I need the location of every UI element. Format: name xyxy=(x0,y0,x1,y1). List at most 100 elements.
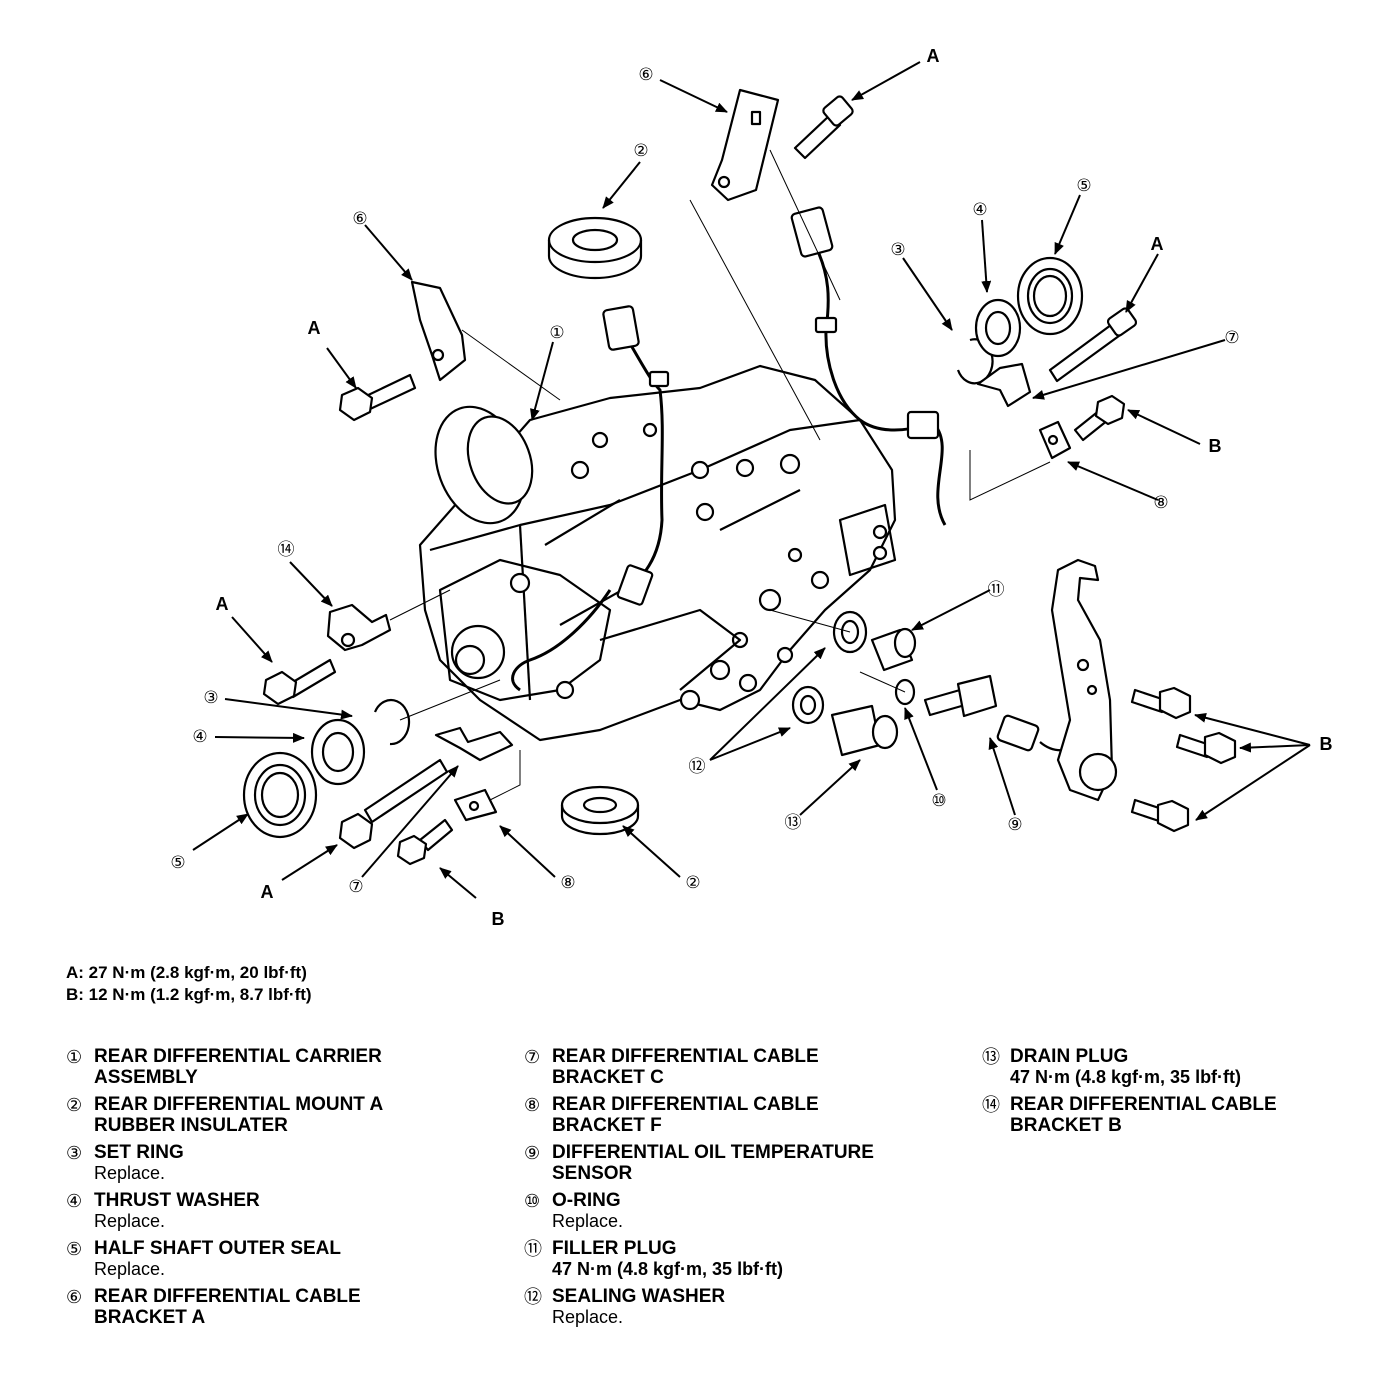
legend-item: ⑦ REAR DIFFERENTIAL CABLE BRACKET C xyxy=(524,1046,964,1088)
callout-10: ⑩ xyxy=(931,791,946,810)
legend-part-name: THRUST WASHER xyxy=(94,1190,260,1211)
callout-11: ⑪ xyxy=(988,580,1005,599)
legend-part-name: REAR DIFFERENTIAL CABLE BRACKET F xyxy=(552,1094,819,1136)
torque-spec-b: B: 12 N·m (1.2 kgf·m, 8.7 lbf·ft) xyxy=(66,985,312,1004)
legend-note: Replace. xyxy=(94,1259,166,1279)
legend-item: ⑪ FILLER PLUG 47 N·m (4.8 kgf·m, 35 lbf·… xyxy=(524,1238,964,1280)
legend-note: Replace. xyxy=(94,1163,166,1183)
bolt-a-left xyxy=(338,373,417,422)
callout-7-left: ⑦ xyxy=(348,877,363,896)
mount-rubber-insulator-top xyxy=(547,216,643,280)
legend-part-name: REAR DIFFERENTIAL CABLE BRACKET B xyxy=(1010,1094,1277,1136)
callout-5-left: ⑤ xyxy=(170,853,185,872)
callout-9: ⑨ xyxy=(1007,815,1022,834)
callout-a-lower-left: A xyxy=(216,594,229,614)
legend-number: ② xyxy=(66,1095,83,1115)
legend-item: ⑩ O-RING Replace. xyxy=(524,1190,964,1232)
callout-3-right: ③ xyxy=(890,240,905,259)
callout-4-right: ④ xyxy=(972,200,987,219)
sealing-washer-lower xyxy=(791,685,825,725)
guide-lines xyxy=(389,149,1051,801)
legend-number: ⑪ xyxy=(524,1239,542,1259)
legend-item: ⑬ DRAIN PLUG 47 N·m (4.8 kgf·m, 35 lbf·f… xyxy=(982,1046,1362,1088)
thrust-washer-left xyxy=(310,718,366,786)
legend-item: ⑨ DIFFERENTIAL OIL TEMPERATURE SENSOR xyxy=(524,1142,964,1184)
callout-2-bottom: ② xyxy=(685,873,700,892)
legend-note: Replace. xyxy=(94,1211,166,1231)
bolt-a-lower-left xyxy=(262,658,337,706)
legend-number: ⑨ xyxy=(524,1143,541,1163)
bolt-b-bottom xyxy=(396,818,454,866)
callout-1: ① xyxy=(549,323,564,342)
callout-arrows xyxy=(192,61,1311,899)
legend-item: ③ SET RING Replace. xyxy=(66,1142,506,1184)
half-shaft-outer-seal-right xyxy=(1016,256,1084,336)
legend-number: ⑥ xyxy=(66,1287,83,1307)
callout-4-left: ④ xyxy=(192,727,207,746)
legend-item: ① REAR DIFFERENTIAL CARRIER ASSEMBLY xyxy=(66,1046,506,1088)
legend-item: ⑭ REAR DIFFERENTIAL CABLE BRACKET B xyxy=(982,1094,1362,1136)
legend-part-name: FILLER PLUG xyxy=(552,1238,677,1259)
half-shaft-outer-seal-left xyxy=(242,751,318,839)
legend-note: Replace. xyxy=(552,1307,624,1327)
bolt-a-top xyxy=(793,95,854,160)
legend-part-name: REAR DIFFERENTIAL CARRIER ASSEMBLY xyxy=(94,1046,382,1088)
legend-item: ② REAR DIFFERENTIAL MOUNT A RUBBER INSUL… xyxy=(66,1094,506,1136)
thrust-washer-right xyxy=(974,298,1022,358)
legend-part-name: DRAIN PLUG xyxy=(1010,1046,1129,1067)
legend-part-name: DIFFERENTIAL OIL TEMPERATURE SENSOR xyxy=(552,1142,874,1184)
cable-bracket-f-right xyxy=(1038,420,1072,460)
callout-13: ⑬ xyxy=(785,813,802,832)
legend-number: ⑬ xyxy=(982,1047,1000,1067)
callout-8-bottom: ⑧ xyxy=(560,873,575,892)
legend-number: ⑭ xyxy=(982,1095,1000,1115)
exploded-view-diagram: ⑥ A ② ⑥ ① A ③ ④ ⑤ A ⑦ B ⑧ ⑭ A ③ ④ ⑤ A ⑦ … xyxy=(170,46,1333,929)
parts-legend-column-1: ① REAR DIFFERENTIAL CARRIER ASSEMBLY ② R… xyxy=(66,1046,506,1334)
cable-bracket-c-left xyxy=(434,726,514,762)
bolt-a-right xyxy=(1048,307,1138,383)
legend-item: ⑫ SEALING WASHER Replace. xyxy=(524,1286,964,1328)
cable-bracket-c-right xyxy=(976,362,1032,408)
legend-item: ⑤ HALF SHAFT OUTER SEAL Replace. xyxy=(66,1238,506,1280)
legend-number: ⑩ xyxy=(524,1191,541,1211)
oil-temperature-sensor xyxy=(923,674,1081,752)
cable-bracket-f-bottom xyxy=(453,788,498,822)
harness-connectors xyxy=(602,206,940,606)
bolt-a-bottom xyxy=(338,758,449,850)
callout-14: ⑭ xyxy=(278,540,295,559)
bolts-b-bracket xyxy=(1130,686,1237,833)
cable-bracket-a-top xyxy=(710,88,780,202)
callout-5-right: ⑤ xyxy=(1076,176,1091,195)
legend-part-name: SET RING xyxy=(94,1142,184,1163)
torque-specs: A: 27 N·m (2.8 kgf·m, 20 lbf·ft) B: 12 N… xyxy=(66,962,312,1006)
callout-6-left: ⑥ xyxy=(352,209,367,228)
right-mounting-bracket xyxy=(1050,558,1118,802)
wiring-harness xyxy=(511,244,947,692)
legend-part-name: REAR DIFFERENTIAL CABLE BRACKET C xyxy=(552,1046,819,1088)
legend-item: ④ THRUST WASHER Replace. xyxy=(66,1190,506,1232)
legend-number: ⑦ xyxy=(524,1047,541,1067)
legend-number: ⑤ xyxy=(66,1239,83,1259)
legend-item: ⑥ REAR DIFFERENTIAL CABLE BRACKET A xyxy=(66,1286,506,1328)
legend-number: ① xyxy=(66,1047,83,1067)
callout-b-bracket: B xyxy=(1320,734,1333,754)
callout-6-top: ⑥ xyxy=(638,65,653,84)
legend-part-name: SEALING WASHER xyxy=(552,1286,726,1307)
cable-bracket-a-left xyxy=(410,280,467,382)
callout-b-bottom: B xyxy=(492,909,505,929)
callout-3-left: ③ xyxy=(203,688,218,707)
legend-number: ⑧ xyxy=(524,1095,541,1115)
callout-a-right: A xyxy=(1151,234,1164,254)
parts-legend-column-3: ⑬ DRAIN PLUG 47 N·m (4.8 kgf·m, 35 lbf·f… xyxy=(982,1046,1362,1142)
callout-a-left: A xyxy=(308,318,321,338)
legend-number: ⑫ xyxy=(524,1287,542,1307)
callout-2-top: ② xyxy=(633,141,648,160)
legend-number: ④ xyxy=(66,1191,83,1211)
set-ring-left xyxy=(373,698,411,746)
callout-b-right: B xyxy=(1209,436,1222,456)
legend-note: Replace. xyxy=(552,1211,624,1231)
callout-8-right: ⑧ xyxy=(1153,493,1168,512)
drain-plug xyxy=(830,704,899,757)
differential-carrier-housing xyxy=(418,364,897,742)
callout-a-bottom: A xyxy=(261,882,274,902)
